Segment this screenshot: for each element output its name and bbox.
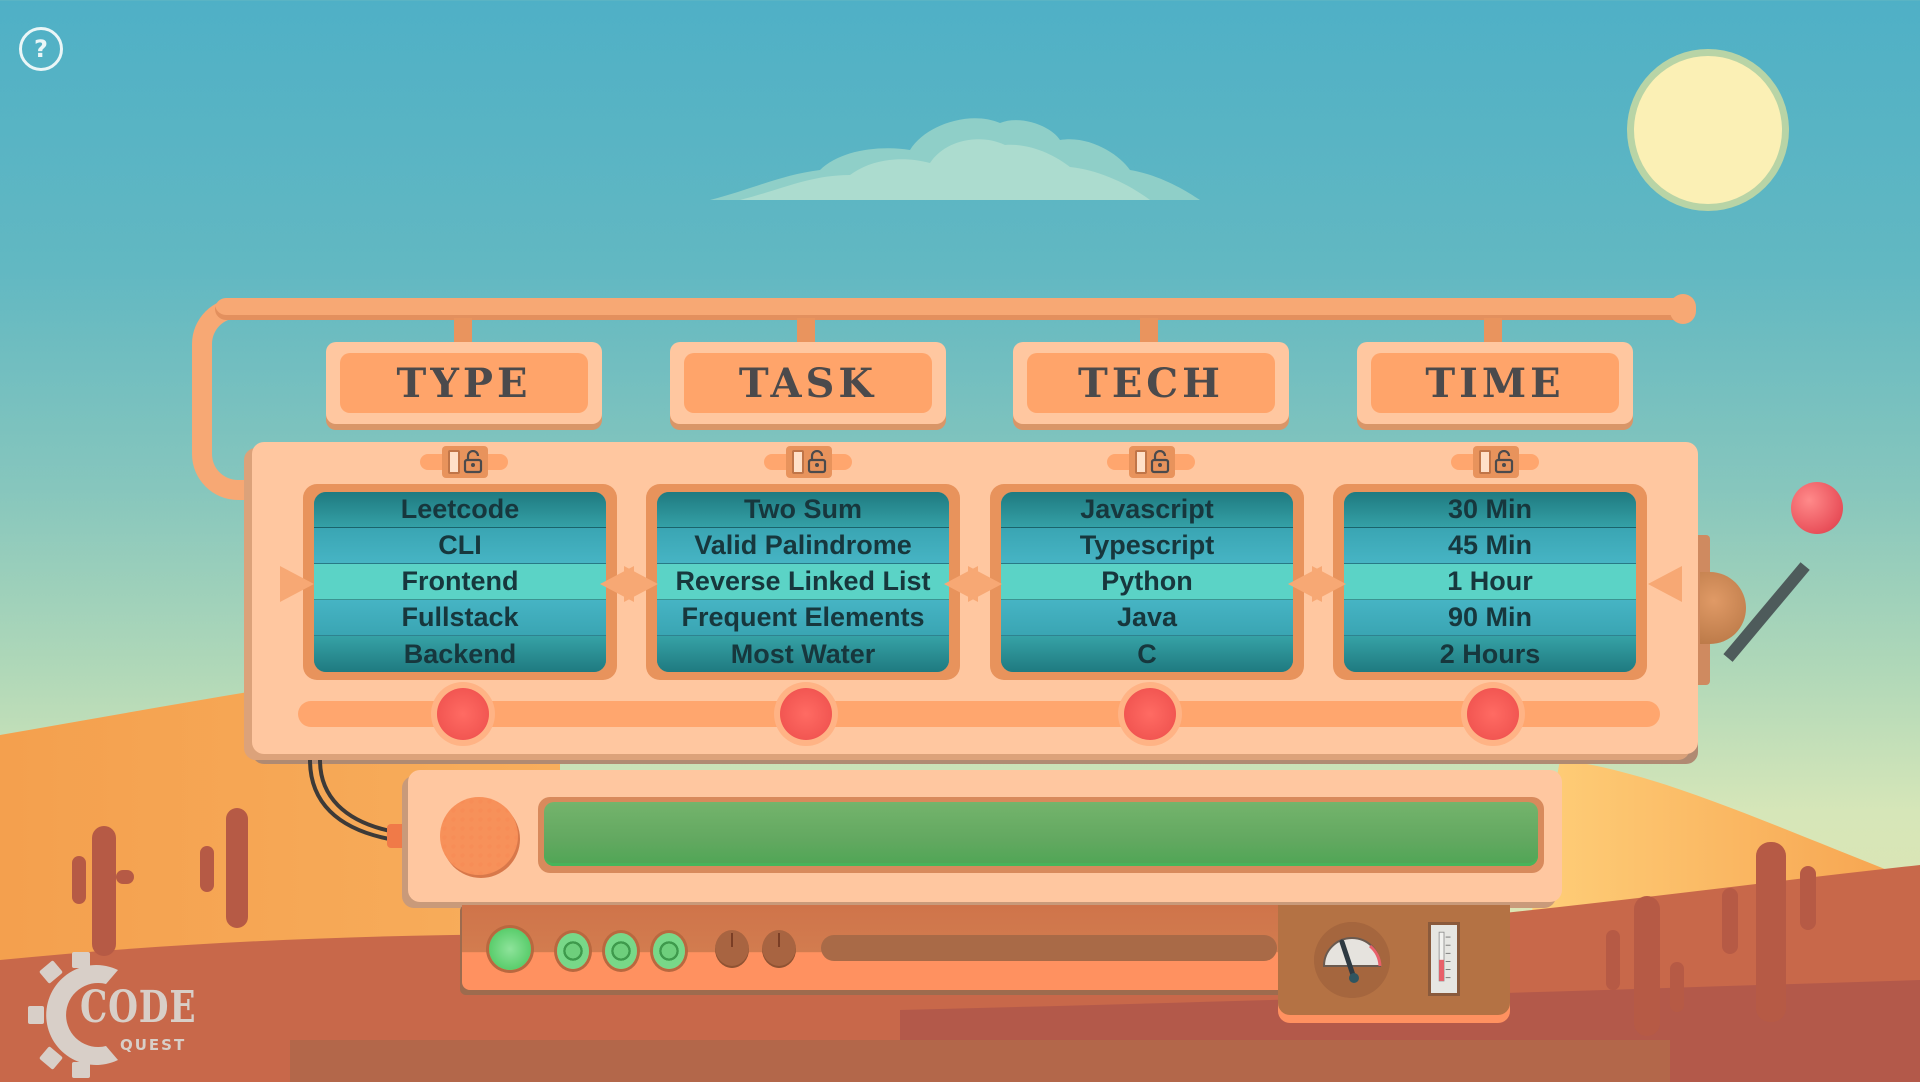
result-display-text (544, 802, 1538, 866)
reel-header-tech: TECH (1013, 342, 1289, 424)
selection-pointer-icon (280, 566, 314, 602)
reel-title: TYPE (340, 353, 588, 413)
pipe-end-cap (1670, 294, 1696, 324)
reel-option[interactable]: Javascript (1001, 492, 1293, 528)
reel-option[interactable]: 45 Min (1344, 528, 1636, 564)
spin-button-type[interactable] (437, 688, 489, 740)
indicator-led (605, 933, 637, 969)
cactus (1756, 842, 1786, 1022)
dial-knob[interactable] (762, 930, 796, 968)
reel-option[interactable]: Two Sum (657, 492, 949, 528)
help-button[interactable]: ? (19, 27, 63, 71)
spin-button-task[interactable] (780, 688, 832, 740)
cactus (72, 856, 86, 904)
lock-toggle-time[interactable] (1451, 446, 1539, 478)
sun (1634, 56, 1782, 204)
cactus (1670, 962, 1684, 1012)
logo-subtitle: QUEST (120, 1036, 187, 1054)
reel-option[interactable]: Leetcode (314, 492, 606, 528)
lever-icon[interactable] (1791, 482, 1843, 534)
reel-option[interactable]: Java (1001, 600, 1293, 636)
unlock-icon (807, 450, 826, 474)
dial-knob[interactable] (715, 930, 749, 968)
lock-toggle-type[interactable] (420, 446, 508, 478)
cloud (710, 118, 1200, 200)
spin-button-time[interactable] (1467, 688, 1519, 740)
reel-option[interactable]: Most Water (657, 636, 949, 672)
reel-tech[interactable]: Javascript Typescript Python Java C (990, 484, 1304, 680)
console-slot (821, 935, 1277, 961)
reel-title: TIME (1371, 353, 1619, 413)
reel-title: TASK (684, 353, 932, 413)
unlock-icon (1150, 450, 1169, 474)
result-display (538, 797, 1544, 873)
pipe-stem (1484, 318, 1502, 348)
cactus (1722, 888, 1738, 954)
selection-pointer-icon (1648, 566, 1682, 602)
reel-option-selected[interactable]: 1 Hour (1344, 564, 1636, 600)
reel-option[interactable]: Valid Palindrome (657, 528, 949, 564)
reel-task[interactable]: Two Sum Valid Palindrome Reverse Linked … (646, 484, 960, 680)
pipe-stem (1140, 318, 1158, 348)
selection-pointer-icon (1312, 566, 1346, 602)
reel-spin-track (298, 701, 1660, 727)
selection-pointer-icon (968, 566, 1002, 602)
reel-header-type: TYPE (326, 342, 602, 424)
cable (308, 760, 407, 848)
reel-option[interactable]: 2 Hours (1344, 636, 1636, 672)
machine-ground-platform (290, 1040, 1670, 1082)
status-led (489, 928, 531, 970)
gauge-housing (1278, 905, 1510, 1015)
reel-option-selected[interactable]: Reverse Linked List (657, 564, 949, 600)
reel-option[interactable]: Backend (314, 636, 606, 672)
indicator-led (653, 933, 685, 969)
cactus (116, 870, 134, 884)
indicator-led (557, 933, 589, 969)
pipe (215, 298, 1690, 320)
reel-title: TECH (1027, 353, 1275, 413)
cactus (1606, 930, 1620, 990)
reel-option-selected[interactable]: Python (1001, 564, 1293, 600)
cactus (226, 808, 248, 928)
cactus (200, 846, 214, 892)
unlock-icon (463, 450, 482, 474)
cactus (1634, 896, 1660, 1036)
lock-toggle-task[interactable] (764, 446, 852, 478)
pipe-stem (454, 318, 472, 348)
cactus (92, 826, 116, 956)
speaker-grille-icon (440, 797, 518, 875)
reel-option[interactable]: Frequent Elements (657, 600, 949, 636)
code-quest-logo: CODE QUEST (28, 950, 195, 1082)
reel-option[interactable]: C (1001, 636, 1293, 672)
reel-time[interactable]: 30 Min 45 Min 1 Hour 90 Min 2 Hours (1333, 484, 1647, 680)
cactus (1800, 866, 1816, 930)
spin-button-tech[interactable] (1124, 688, 1176, 740)
unlock-icon (1494, 450, 1513, 474)
thermometer-icon (1428, 922, 1460, 996)
reel-option[interactable]: Fullstack (314, 600, 606, 636)
lock-toggle-tech[interactable] (1107, 446, 1195, 478)
question-circle-icon: ? (34, 35, 48, 63)
pressure-gauge-icon (1314, 922, 1390, 998)
reel-option-selected[interactable]: Frontend (314, 564, 606, 600)
reel-option[interactable]: 90 Min (1344, 600, 1636, 636)
reel-option[interactable]: 30 Min (1344, 492, 1636, 528)
pipe-stem (797, 318, 815, 348)
reel-header-time: TIME (1357, 342, 1633, 424)
logo-title: CODE (80, 982, 197, 1033)
gear-icon (28, 952, 118, 1078)
reel-header-task: TASK (670, 342, 946, 424)
selection-pointer-icon (624, 566, 658, 602)
reel-option[interactable]: CLI (314, 528, 606, 564)
reel-option[interactable]: Typescript (1001, 528, 1293, 564)
reel-type[interactable]: Leetcode CLI Frontend Fullstack Backend (303, 484, 617, 680)
